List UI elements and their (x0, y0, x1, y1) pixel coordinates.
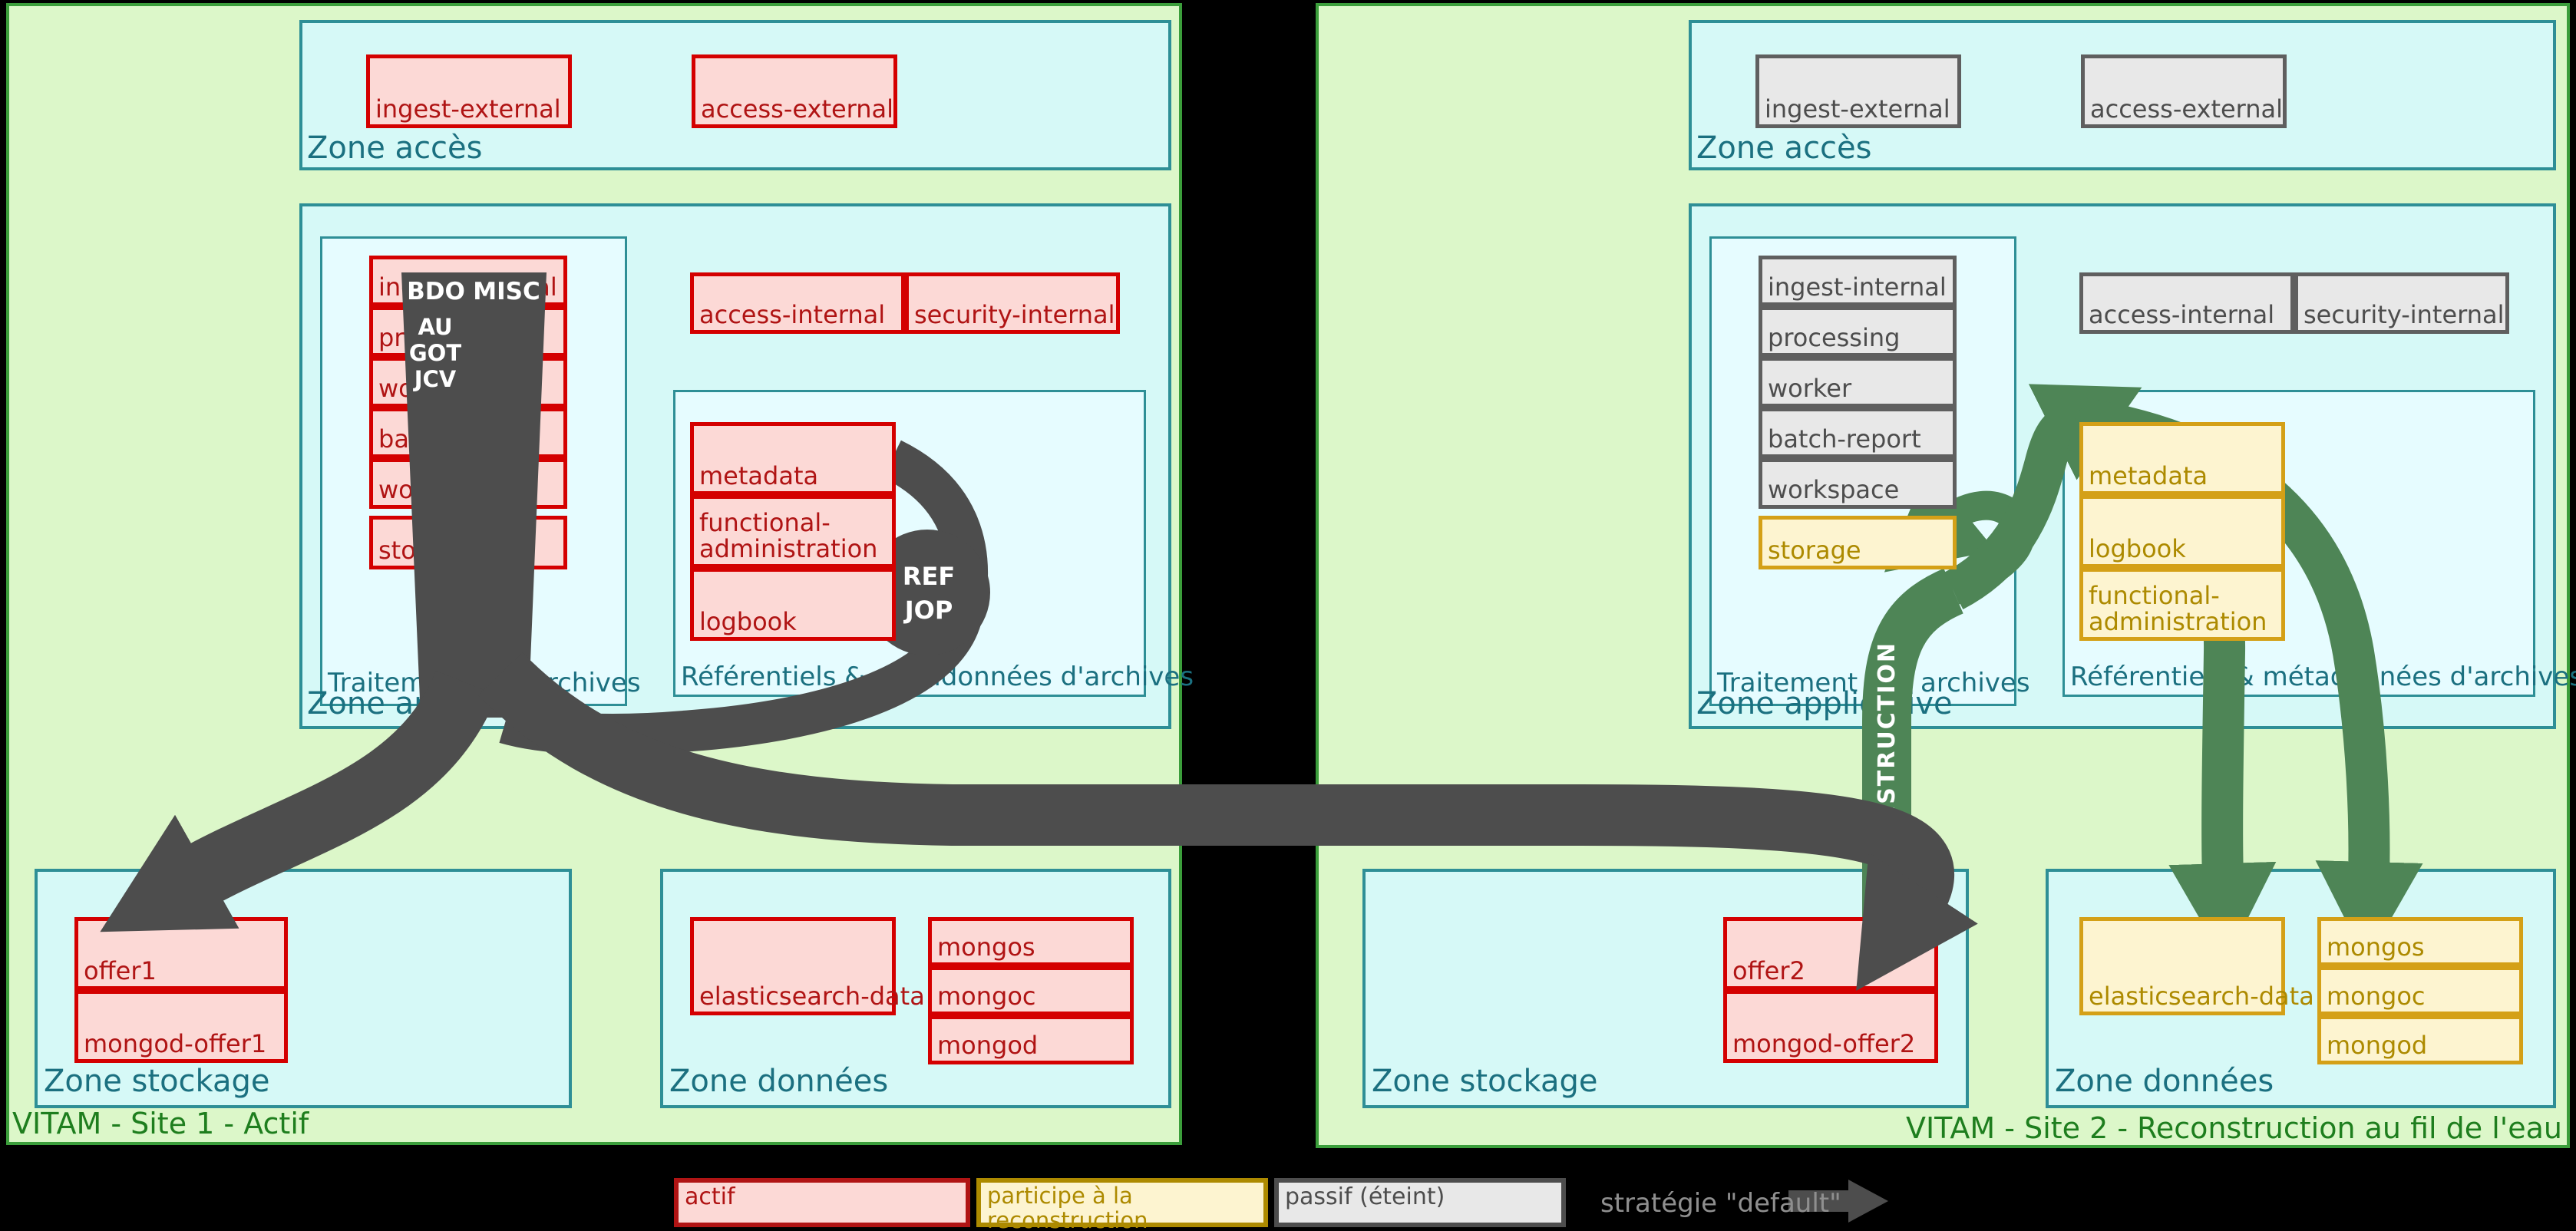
service-batch-report-site2: batch-report (1759, 408, 1957, 458)
legend-participe-line1: participe à la reconstruction (987, 1183, 1148, 1231)
service-ingest-internal-site1: ingest-internal (369, 256, 567, 306)
service-security-internal-site1: security-internal (905, 272, 1120, 334)
service-mongod-offer1-site1: mongod-offer1 (74, 990, 288, 1063)
service-elasticsearch-data-site2: elasticsearch-data (2079, 917, 2314, 1015)
service-logbook-site1: logbook (690, 568, 896, 641)
service-workspace-site2: workspace (1759, 458, 1957, 509)
site2-title: VITAM - Site 2 - Reconstruction au fil d… (1905, 1111, 2562, 1145)
referentiels-label-site2: Référentiels & métadonnées d'archives (2070, 662, 2576, 692)
legend-strategy-label: stratégie "default" (1600, 1188, 1841, 1219)
service-elasticsearch-data-site1: elasticsearch-data (690, 917, 925, 1015)
service-batch-report-site1: batch-report (369, 408, 567, 458)
service-metadata-site2: metadata (2079, 422, 2285, 495)
service-processing-site1: processing (369, 306, 567, 357)
zone-donnees-label-site1: Zone données (669, 1064, 889, 1099)
service-workspace-site1: workspace (369, 458, 567, 509)
service-worker-site2: worker (1759, 357, 1957, 408)
service-security-internal-site2: security-internal (2294, 272, 2509, 334)
service-access-internal-site1: access-internal (690, 272, 905, 334)
zone-acces-label-site1: Zone accès (307, 130, 483, 166)
service-functional-administration-site1: functional-administration (690, 495, 896, 568)
service-access-external-site2: access-external (2081, 54, 2287, 128)
service-functional-administration-site2: functional-administration (2079, 568, 2285, 641)
zone-acces-label-site2: Zone accès (1696, 130, 1872, 166)
service-mongod-site2: mongod (2317, 1015, 2523, 1064)
service-ingest-internal-site2: ingest-internal (1759, 256, 1957, 306)
traitement-label-site2: Traitement des archives (1717, 668, 2030, 698)
service-metadata-site1: metadata (690, 422, 896, 495)
service-ingest-external-site2: ingest-external (1755, 54, 1961, 128)
zone-stockage-label-site2: Zone stockage (1372, 1064, 1598, 1099)
service-logbook-site2: logbook (2079, 495, 2285, 568)
service-mongos-site2: mongos (2317, 917, 2523, 966)
service-access-external-site1: access-external (692, 54, 897, 128)
service-offer1-site1: offer1 (74, 917, 288, 990)
service-worker-site1: worker (369, 357, 567, 408)
service-access-internal-site2: access-internal (2079, 272, 2294, 334)
legend-participe: participe à la reconstruction au fil de … (976, 1178, 1268, 1231)
service-mongoc-site2: mongoc (2317, 966, 2523, 1015)
service-processing-site2: processing (1759, 306, 1957, 357)
traitement-label-site1: Traitement des archives (328, 668, 641, 698)
service-mongod-offer2-site2: mongod-offer2 (1723, 990, 1938, 1063)
service-ingest-external-site1: ingest-external (366, 54, 572, 128)
zone-stockage-label-site1: Zone stockage (44, 1064, 270, 1099)
service-storage-site1: storage (369, 516, 567, 569)
service-mongoc-site1: mongoc (928, 966, 1134, 1015)
legend-actif-label: actif (685, 1183, 735, 1210)
legend-passif: passif (éteint) (1274, 1178, 1566, 1227)
service-offer2-site2: offer2 (1723, 917, 1938, 990)
service-storage-site2: storage (1759, 516, 1957, 569)
service-mongod-site1: mongod (928, 1015, 1134, 1064)
legend-passif-label: passif (éteint) (1285, 1183, 1445, 1210)
referentiels-label-site1: Référentiels & métadonnées d'archives (681, 662, 1194, 692)
service-mongos-site1: mongos (928, 917, 1134, 966)
zone-donnees-label-site2: Zone données (2055, 1064, 2274, 1099)
site1-title: VITAM - Site 1 - Actif (12, 1107, 309, 1140)
legend-actif: actif (674, 1178, 970, 1227)
